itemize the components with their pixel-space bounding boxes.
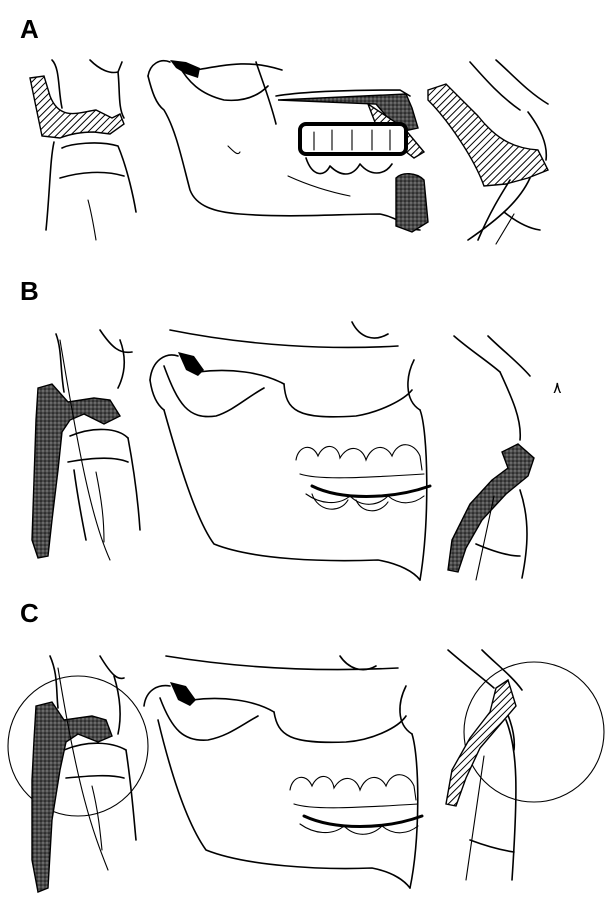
panel-a-skull	[148, 60, 428, 232]
panel-a-label: A	[20, 14, 39, 45]
panel-b-drawing: ٨	[32, 322, 562, 580]
stray-mark: ٨	[553, 380, 562, 397]
panel-c-label: C	[20, 598, 39, 629]
panel-b-right-closeup	[448, 336, 534, 580]
panel-c-left-closeup	[8, 656, 148, 892]
panel-a-left-closeup	[30, 60, 136, 240]
panel-c-right-closeup	[446, 650, 604, 880]
panel-c-skull	[144, 656, 422, 888]
panel-b-skull	[150, 322, 430, 580]
panel-a-right-closeup	[428, 60, 548, 244]
panel-b-label: B	[20, 276, 39, 307]
panel-b-left-closeup	[32, 330, 140, 560]
panel-c-drawing	[8, 650, 604, 892]
panel-a-drawing	[30, 60, 548, 244]
